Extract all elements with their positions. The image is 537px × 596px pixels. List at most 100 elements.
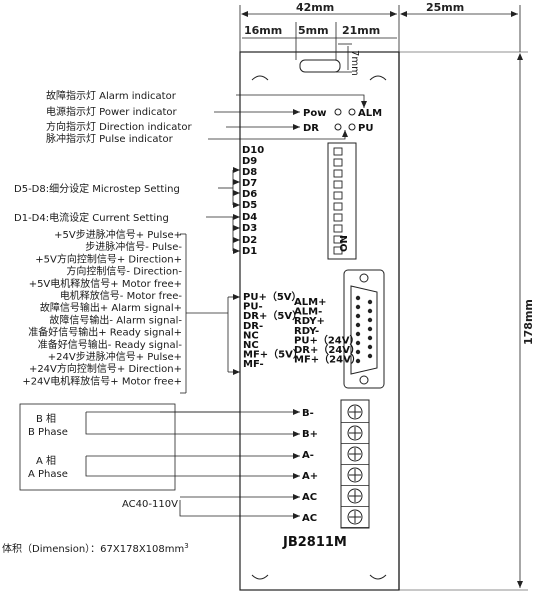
connector-right-pin-label: DR+（24V） [294, 343, 360, 356]
dimension-text-main: 体积（Dimension）：67X178X108mm [2, 543, 184, 555]
terminal-screw-icon [347, 404, 363, 420]
dip-switch-cell [333, 246, 343, 255]
dip-switch-cell [333, 158, 343, 167]
pow-label: Pow [303, 108, 326, 119]
dip-label-d9: D9 [242, 156, 257, 167]
driver-body [239, 51, 400, 591]
terminal-label: AC [302, 513, 317, 524]
db15-connector [343, 269, 385, 389]
terminal-screw-icon [347, 446, 363, 462]
dip-label-d7: D7 [242, 178, 257, 189]
dimension-text: 体积（Dimension）：67X178X108mm3 [2, 542, 189, 555]
dim-total-width: 42mm [296, 1, 334, 14]
connector-right-pin-label: ALM- [294, 307, 322, 318]
phase-a-cn: A 相 [36, 454, 56, 467]
signal-label: +24V步进脉冲信号+ Pulse+ [48, 350, 182, 363]
terminal-screw-icon [347, 488, 363, 504]
dip-switch-cell [333, 169, 343, 178]
signal-label: 步进脉冲信号- Pulse- [85, 240, 182, 253]
connector-right-pin-label: RDY+ [294, 316, 325, 327]
dim-seg-left: 16mm [244, 24, 282, 37]
pu-label: PU [358, 123, 373, 134]
signal-label: 准备好信号输出- Ready signal- [38, 338, 183, 351]
signal-label: 准备好信号输出+ Ready signal+ [28, 326, 182, 339]
terminal-label: AC [302, 492, 317, 503]
connector-left-pin-label: PU- [243, 302, 263, 313]
connector-left-pin-label: PU+（5V） [243, 290, 302, 303]
connector-right-pin-label: PU+（24V） [294, 333, 359, 346]
pulse-indicator-label: 脉冲指示灯 Pulse indicator [46, 132, 174, 145]
db15-pin [367, 299, 373, 305]
dip-label-d1: D1 [242, 246, 257, 257]
connector-left-pin-label: DR+（5V） [243, 309, 302, 322]
connector-left-pin-label: MF- [243, 359, 264, 370]
dip-label-d3: D3 [242, 223, 257, 234]
dip-label-d8: D8 [242, 167, 257, 178]
phase-b-en: B Phase [28, 427, 68, 438]
phase-b-cn: B 相 [36, 412, 56, 425]
power-indicator-label: 电源指示灯 Power indicator [46, 105, 177, 118]
signal-list: +5V步进脉冲信号+ Pulse+步进脉冲信号- Pulse-+5V方向控制信号… [22, 228, 182, 387]
signal-bracket [180, 233, 240, 394]
ac-voltage-label: AC40-110V [122, 499, 178, 510]
terminal-label: B+ [302, 429, 318, 440]
dimension-lines [239, 5, 528, 591]
connector-right-pin-label: MF+（24V） [294, 353, 361, 366]
signal-label: 故障信号输出+ Alarm signal+ [40, 301, 182, 314]
alm-led-icon [348, 108, 356, 116]
db15-pin [367, 335, 373, 341]
db15-pin [367, 344, 373, 350]
terminal-label: B- [302, 408, 314, 419]
db15-pin [367, 326, 373, 332]
dip-label-d6: D6 [242, 189, 257, 200]
db15-pin [355, 349, 361, 355]
connector-left-pin-label: NC [243, 340, 259, 351]
connector-right-pin-label: RDY- [294, 326, 319, 337]
signal-label: +5V方向控制信号+ Direction+ [35, 252, 182, 265]
db15-pin [355, 295, 361, 301]
dip-label-d10: D10 [242, 145, 264, 156]
dip-label-d4: D4 [242, 212, 257, 223]
terminal-label: A- [302, 450, 314, 461]
db15-pin [355, 313, 361, 319]
dip-label-d2: D2 [242, 235, 257, 246]
signal-label: 故障信号输出- Alarm signal- [49, 313, 182, 326]
pow-led-icon [334, 108, 342, 116]
db15-pin [355, 331, 361, 337]
dip-on-mark: ON [339, 235, 350, 252]
dr-led-icon [334, 123, 342, 131]
dim-seg-mid: 5mm [298, 24, 329, 37]
signal-label: 方向控制信号- Direction- [66, 265, 182, 278]
db15-pin [355, 322, 361, 328]
connector-right-pins: ALM+ALM-RDY+RDY-PU+（24V）DR+（24V）MF+（24V） [294, 297, 361, 366]
db15-pin [355, 304, 361, 310]
dip-leaders [206, 167, 240, 254]
db15-pin [367, 353, 373, 359]
direction-indicator-label: 方向指示灯 Direction indicator [46, 120, 192, 133]
phase-wiring [19, 403, 300, 519]
dimension-text-sup: 3 [184, 542, 188, 550]
alm-label: ALM [358, 108, 382, 119]
dip-switch-cell [333, 202, 343, 211]
model-name: JB2811M [282, 535, 347, 550]
dim-seg-right: 21mm [342, 24, 380, 37]
dip-switch-cell [333, 180, 343, 189]
dim-height: 178mm [522, 299, 535, 345]
connector-left-pin-label: DR- [243, 321, 263, 332]
pu-led-icon [348, 123, 356, 131]
connector-left-pin-label: NC [243, 330, 259, 341]
terminal-screw-icon [347, 425, 363, 441]
connector-left-pin-label: MF+（5V） [243, 348, 303, 361]
dim-hole: 7mm [349, 50, 360, 76]
connector-right-pin-label: ALM+ [294, 297, 326, 308]
dr-label: DR [303, 123, 319, 134]
db15-pin [367, 317, 373, 323]
dip-label-d5: D5 [242, 200, 257, 211]
dip-switch [327, 142, 357, 260]
db15-pin [355, 340, 361, 346]
alarm-indicator-label: 故障指示灯 Alarm indicator [46, 89, 177, 102]
dip-switch-cell [333, 191, 343, 200]
dip-switch-cell [333, 224, 343, 233]
